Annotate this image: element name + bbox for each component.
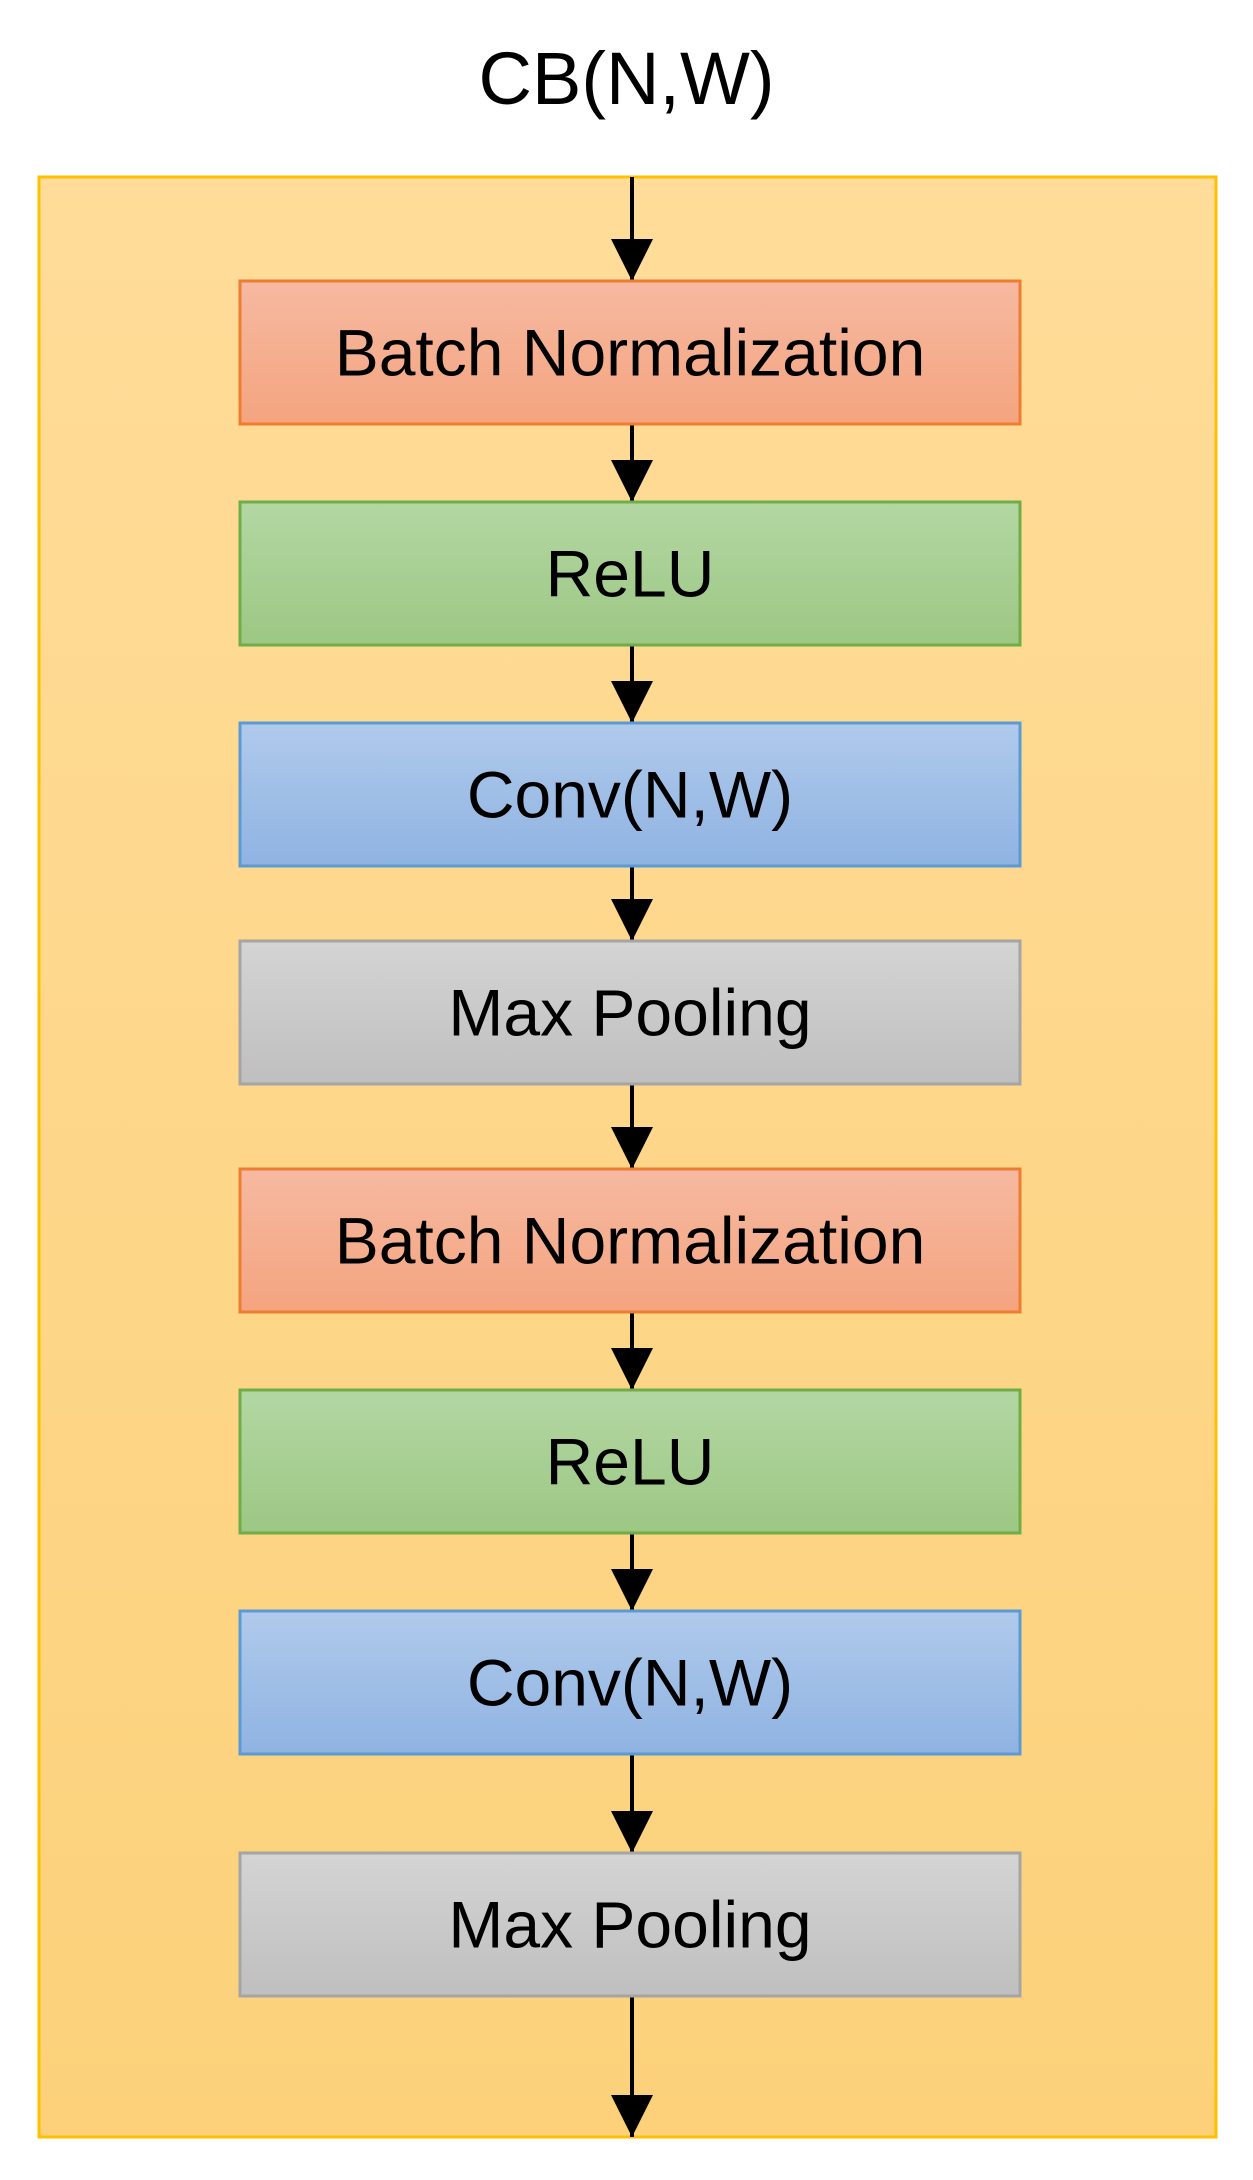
block-label: Batch Normalization [335,316,926,390]
block-batchnorm-1: Batch Normalization [238,279,1022,426]
cb-container [37,175,1218,2139]
block-conv-3: Conv(N,W) [238,721,1022,868]
block-label: Max Pooling [448,1888,811,1962]
block-label: ReLU [546,537,715,611]
block-box [238,1851,1022,1998]
block-batchnorm-5: Batch Normalization [238,1167,1022,1314]
block-label: Conv(N,W) [467,1646,793,1720]
block-label: Max Pooling [448,976,811,1050]
block-box [238,1609,1022,1756]
block-box [238,1167,1022,1314]
block-relu-2: ReLU [238,500,1022,647]
block-conv-7: Conv(N,W) [238,1609,1022,1756]
block-label: Conv(N,W) [467,758,793,832]
block-box [238,721,1022,868]
block-pool-4: Max Pooling [238,939,1022,1086]
block-label: Batch Normalization [335,1204,926,1278]
block-box [238,1388,1022,1535]
block-pool-8: Max Pooling [238,1851,1022,1998]
block-box [238,939,1022,1086]
block-box [238,500,1022,647]
block-label: ReLU [546,1425,715,1499]
block-box [238,279,1022,426]
block-relu-6: ReLU [238,1388,1022,1535]
diagram-title: CB(N,W) [478,37,775,120]
